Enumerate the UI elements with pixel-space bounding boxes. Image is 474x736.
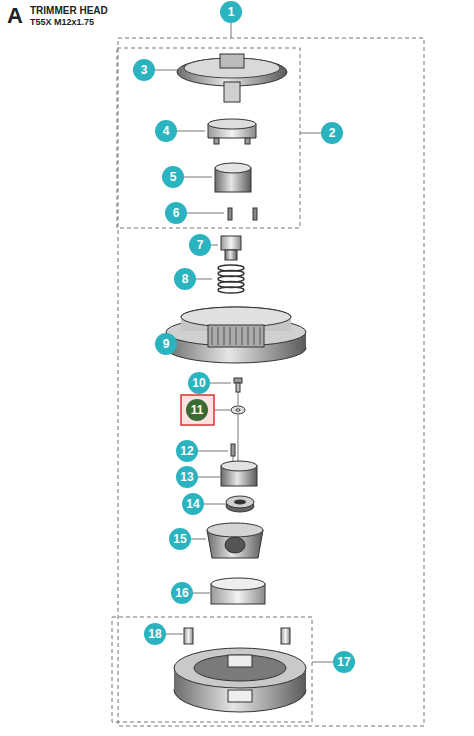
section-letter: A xyxy=(7,3,23,29)
callout-text: 7 xyxy=(197,239,204,251)
callout-text: 2 xyxy=(329,127,336,139)
callout-text: 15 xyxy=(173,533,186,545)
callout-number: 2 xyxy=(321,122,343,144)
model-spec: T55X M12x1.75 xyxy=(30,17,94,27)
callout-text: 16 xyxy=(175,587,188,599)
callout-number: 10 xyxy=(188,372,210,394)
callout-number: 6 xyxy=(165,202,187,224)
callout-number: 1 xyxy=(220,1,242,23)
callout-number: 14 xyxy=(182,493,204,515)
callout-text: 3 xyxy=(141,64,148,76)
callout-number: 13 xyxy=(176,466,198,488)
callout-number: 5 xyxy=(162,166,184,188)
callout-text: 18 xyxy=(148,628,161,640)
callout-number: 15 xyxy=(169,528,191,550)
callout-number: 8 xyxy=(174,268,196,290)
callout-text: 1 xyxy=(228,6,235,18)
callout-number: 18 xyxy=(144,623,166,645)
diagram-title: TRIMMER HEAD xyxy=(30,5,108,16)
callout-text: 11 xyxy=(191,404,204,416)
callout-number: 12 xyxy=(176,440,198,462)
callout-text: 14 xyxy=(186,498,199,510)
callout-number: 7 xyxy=(189,234,211,256)
callout-number: 16 xyxy=(171,582,193,604)
callout-text: 13 xyxy=(180,471,193,483)
callout-number: 11 xyxy=(186,399,208,421)
callout-text: 17 xyxy=(337,656,350,668)
callout-text: 6 xyxy=(173,207,180,219)
callout-text: 8 xyxy=(182,273,189,285)
callout-number: 3 xyxy=(133,59,155,81)
callout-text: 12 xyxy=(180,445,193,457)
callout-number: 17 xyxy=(333,651,355,673)
callout-text: 5 xyxy=(170,171,177,183)
callout-number: 9 xyxy=(155,333,177,355)
callout-text: 10 xyxy=(192,377,205,389)
callout-number: 4 xyxy=(155,120,177,142)
callout-text: 4 xyxy=(163,125,170,137)
callout-text: 9 xyxy=(163,338,170,350)
